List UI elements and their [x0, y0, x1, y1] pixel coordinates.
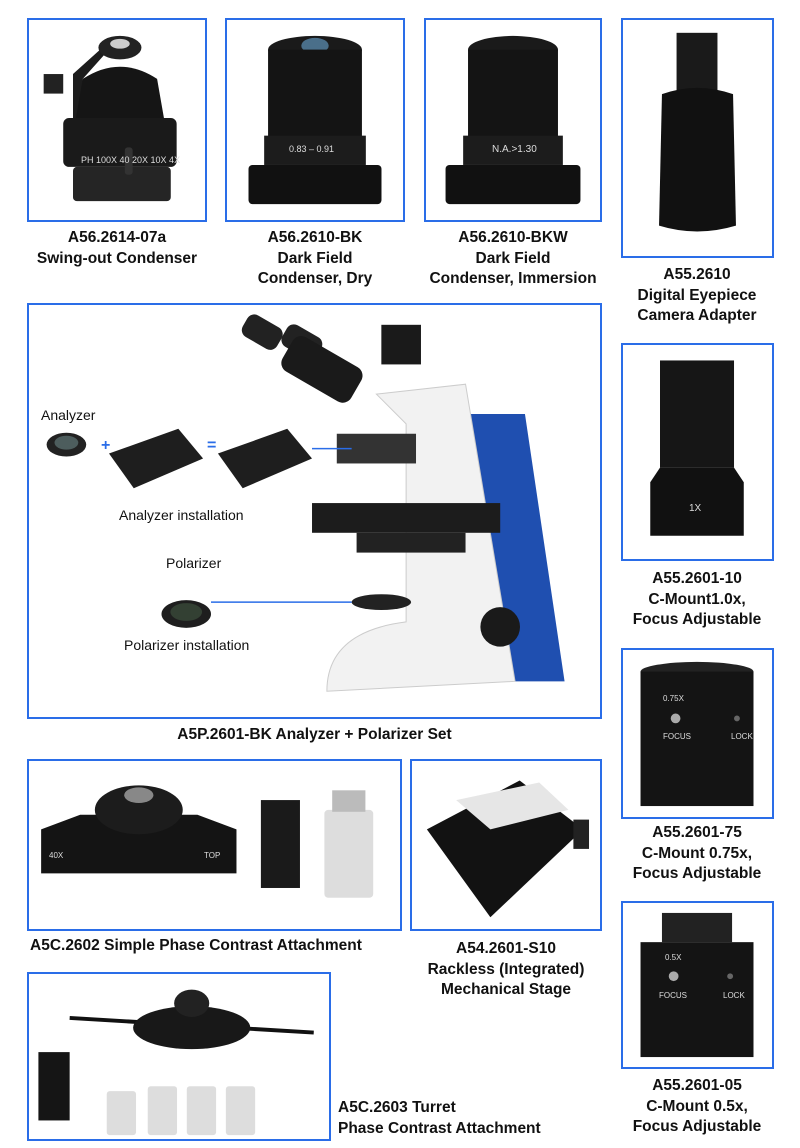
- caption-stage: A54.2601-S10 Rackless (Integrated) Mecha…: [406, 939, 606, 1001]
- focus-label: FOCUS: [663, 732, 691, 741]
- adapter-illustration: [650, 360, 744, 536]
- product-image-simple-phase: 40X TOP: [27, 759, 402, 931]
- product-name: Swing-out Condenser: [36, 249, 198, 267]
- top-marking: TOP: [204, 851, 221, 860]
- product-name: Digital Eyepiece: [637, 286, 757, 304]
- product-name: Focus Adjustable: [632, 611, 762, 628]
- focus-label: FOCUS: [659, 991, 687, 1000]
- product-name: Mechanical Stage: [440, 981, 572, 998]
- product-image-dark-field-immersion: N.A.>1.30: [424, 18, 602, 222]
- product-name: Rackless (Integrated): [427, 960, 585, 978]
- caption-cmount-75: A55.2601-75 C-Mount 0.75x, Focus Adjusta…: [597, 823, 797, 885]
- product-name: Dark Field: [277, 249, 353, 267]
- analyzer-installation-label: Analyzer installation: [119, 507, 244, 523]
- condenser-illustration: [445, 35, 581, 205]
- na-marking: 0.83 – 0.91: [289, 144, 335, 154]
- magnification-marking: 40X: [49, 851, 64, 860]
- product-name: C-Mount 0.5x,: [646, 1097, 748, 1115]
- lock-label: LOCK: [731, 732, 753, 741]
- product-code: A56.2610-BKW: [458, 229, 568, 246]
- caption-polarizer-set: A5P.2601-BK Analyzer + Polarizer Set: [27, 725, 602, 746]
- microscope-illustration: [46, 314, 565, 692]
- product-image-cmount-75: 0.75X FOCUS LOCK: [621, 648, 774, 819]
- caption-simple-phase: A5C.2602 Simple Phase Contrast Attachmen…: [27, 936, 402, 957]
- product-image-dark-field-dry: 0.83 – 0.91: [225, 18, 405, 222]
- product-code: A55.2601-05: [652, 1077, 742, 1094]
- product-code: A5C.2602 Simple Phase Contrast Attachmen…: [30, 937, 362, 954]
- product-name: C-Mount 0.75x,: [641, 844, 753, 862]
- product-image-turret-phase: [27, 972, 331, 1141]
- product-image-cmount-05: 0.5X FOCUS LOCK: [621, 901, 774, 1069]
- caption-cmount-05: A55.2601-05 C-Mount 0.5x, Focus Adjustab…: [597, 1076, 797, 1138]
- polarizer-installation-label: Polarizer installation: [124, 637, 250, 653]
- caption-cmount-10: A55.2601-10 C-Mount1.0x, Focus Adjustabl…: [597, 569, 797, 631]
- adapter-illustration: [640, 912, 754, 1058]
- product-image-eyepiece-adapter: [621, 18, 774, 258]
- magnification-marking: 0.75X: [663, 694, 684, 703]
- plus-sign: +: [101, 437, 111, 454]
- product-name: Condenser, Immersion: [429, 270, 597, 287]
- analyzer-label: Analyzer: [41, 407, 96, 423]
- product-code: A5P.2601-BK Analyzer + Polarizer Set: [177, 726, 452, 743]
- adapter-illustration: [640, 661, 754, 807]
- magnification-marking: 0.5X: [665, 953, 682, 962]
- condenser-illustration: [43, 35, 177, 202]
- product-code: A55.2601-10: [652, 570, 742, 587]
- caption-swing-out-condenser: A56.2614-07a Swing-out Condenser: [17, 228, 217, 269]
- equals-sign: =: [207, 437, 217, 454]
- condenser-markings: PH 100X 40 20X 10X 4X: [81, 155, 181, 165]
- product-name: Condenser, Dry: [257, 270, 373, 287]
- product-code: A54.2601-S10: [456, 940, 556, 957]
- turret-illustration: [38, 989, 314, 1136]
- adapter-illustration: [659, 32, 736, 232]
- stage-illustration: [426, 780, 590, 918]
- phase-attachment-illustration: [41, 785, 374, 898]
- product-code: A56.2614-07a: [67, 229, 167, 246]
- caption-turret-phase: A5C.2603 Turret Phase Contrast Attachmen…: [338, 1098, 598, 1139]
- product-code: A55.2601-75: [652, 824, 742, 841]
- product-name: C-Mount1.0x,: [648, 590, 746, 608]
- product-code: A5C.2603 Turret: [338, 1099, 456, 1116]
- na-marking: N.A.>1.30: [492, 144, 537, 155]
- product-image-stage: [410, 759, 602, 931]
- product-name: Focus Adjustable: [632, 1118, 762, 1135]
- product-image-cmount-10: 1X: [621, 343, 774, 561]
- lock-label: LOCK: [723, 991, 745, 1000]
- condenser-illustration: [248, 35, 382, 205]
- product-code: A55.2610: [663, 266, 731, 283]
- caption-eyepiece-adapter: A55.2610 Digital Eyepiece Camera Adapter: [597, 265, 797, 327]
- caption-dark-field-immersion: A56.2610-BKW Dark Field Condenser, Immer…: [413, 228, 613, 290]
- magnification-marking: 1X: [689, 503, 702, 514]
- product-image-polarizer-set: Analyzer + = Analyzer installation Polar…: [27, 303, 602, 719]
- product-name: Camera Adapter: [637, 307, 757, 324]
- caption-dark-field-dry: A56.2610-BK Dark Field Condenser, Dry: [215, 228, 415, 290]
- product-image-swing-out-condenser: PH 100X 40 20X 10X 4X: [27, 18, 207, 222]
- product-name: Phase Contrast Attachment: [338, 1119, 541, 1137]
- product-name: Dark Field: [475, 249, 551, 267]
- product-name: Focus Adjustable: [632, 865, 762, 882]
- polarizer-label: Polarizer: [166, 555, 222, 571]
- product-code: A56.2610-BK: [267, 229, 363, 246]
